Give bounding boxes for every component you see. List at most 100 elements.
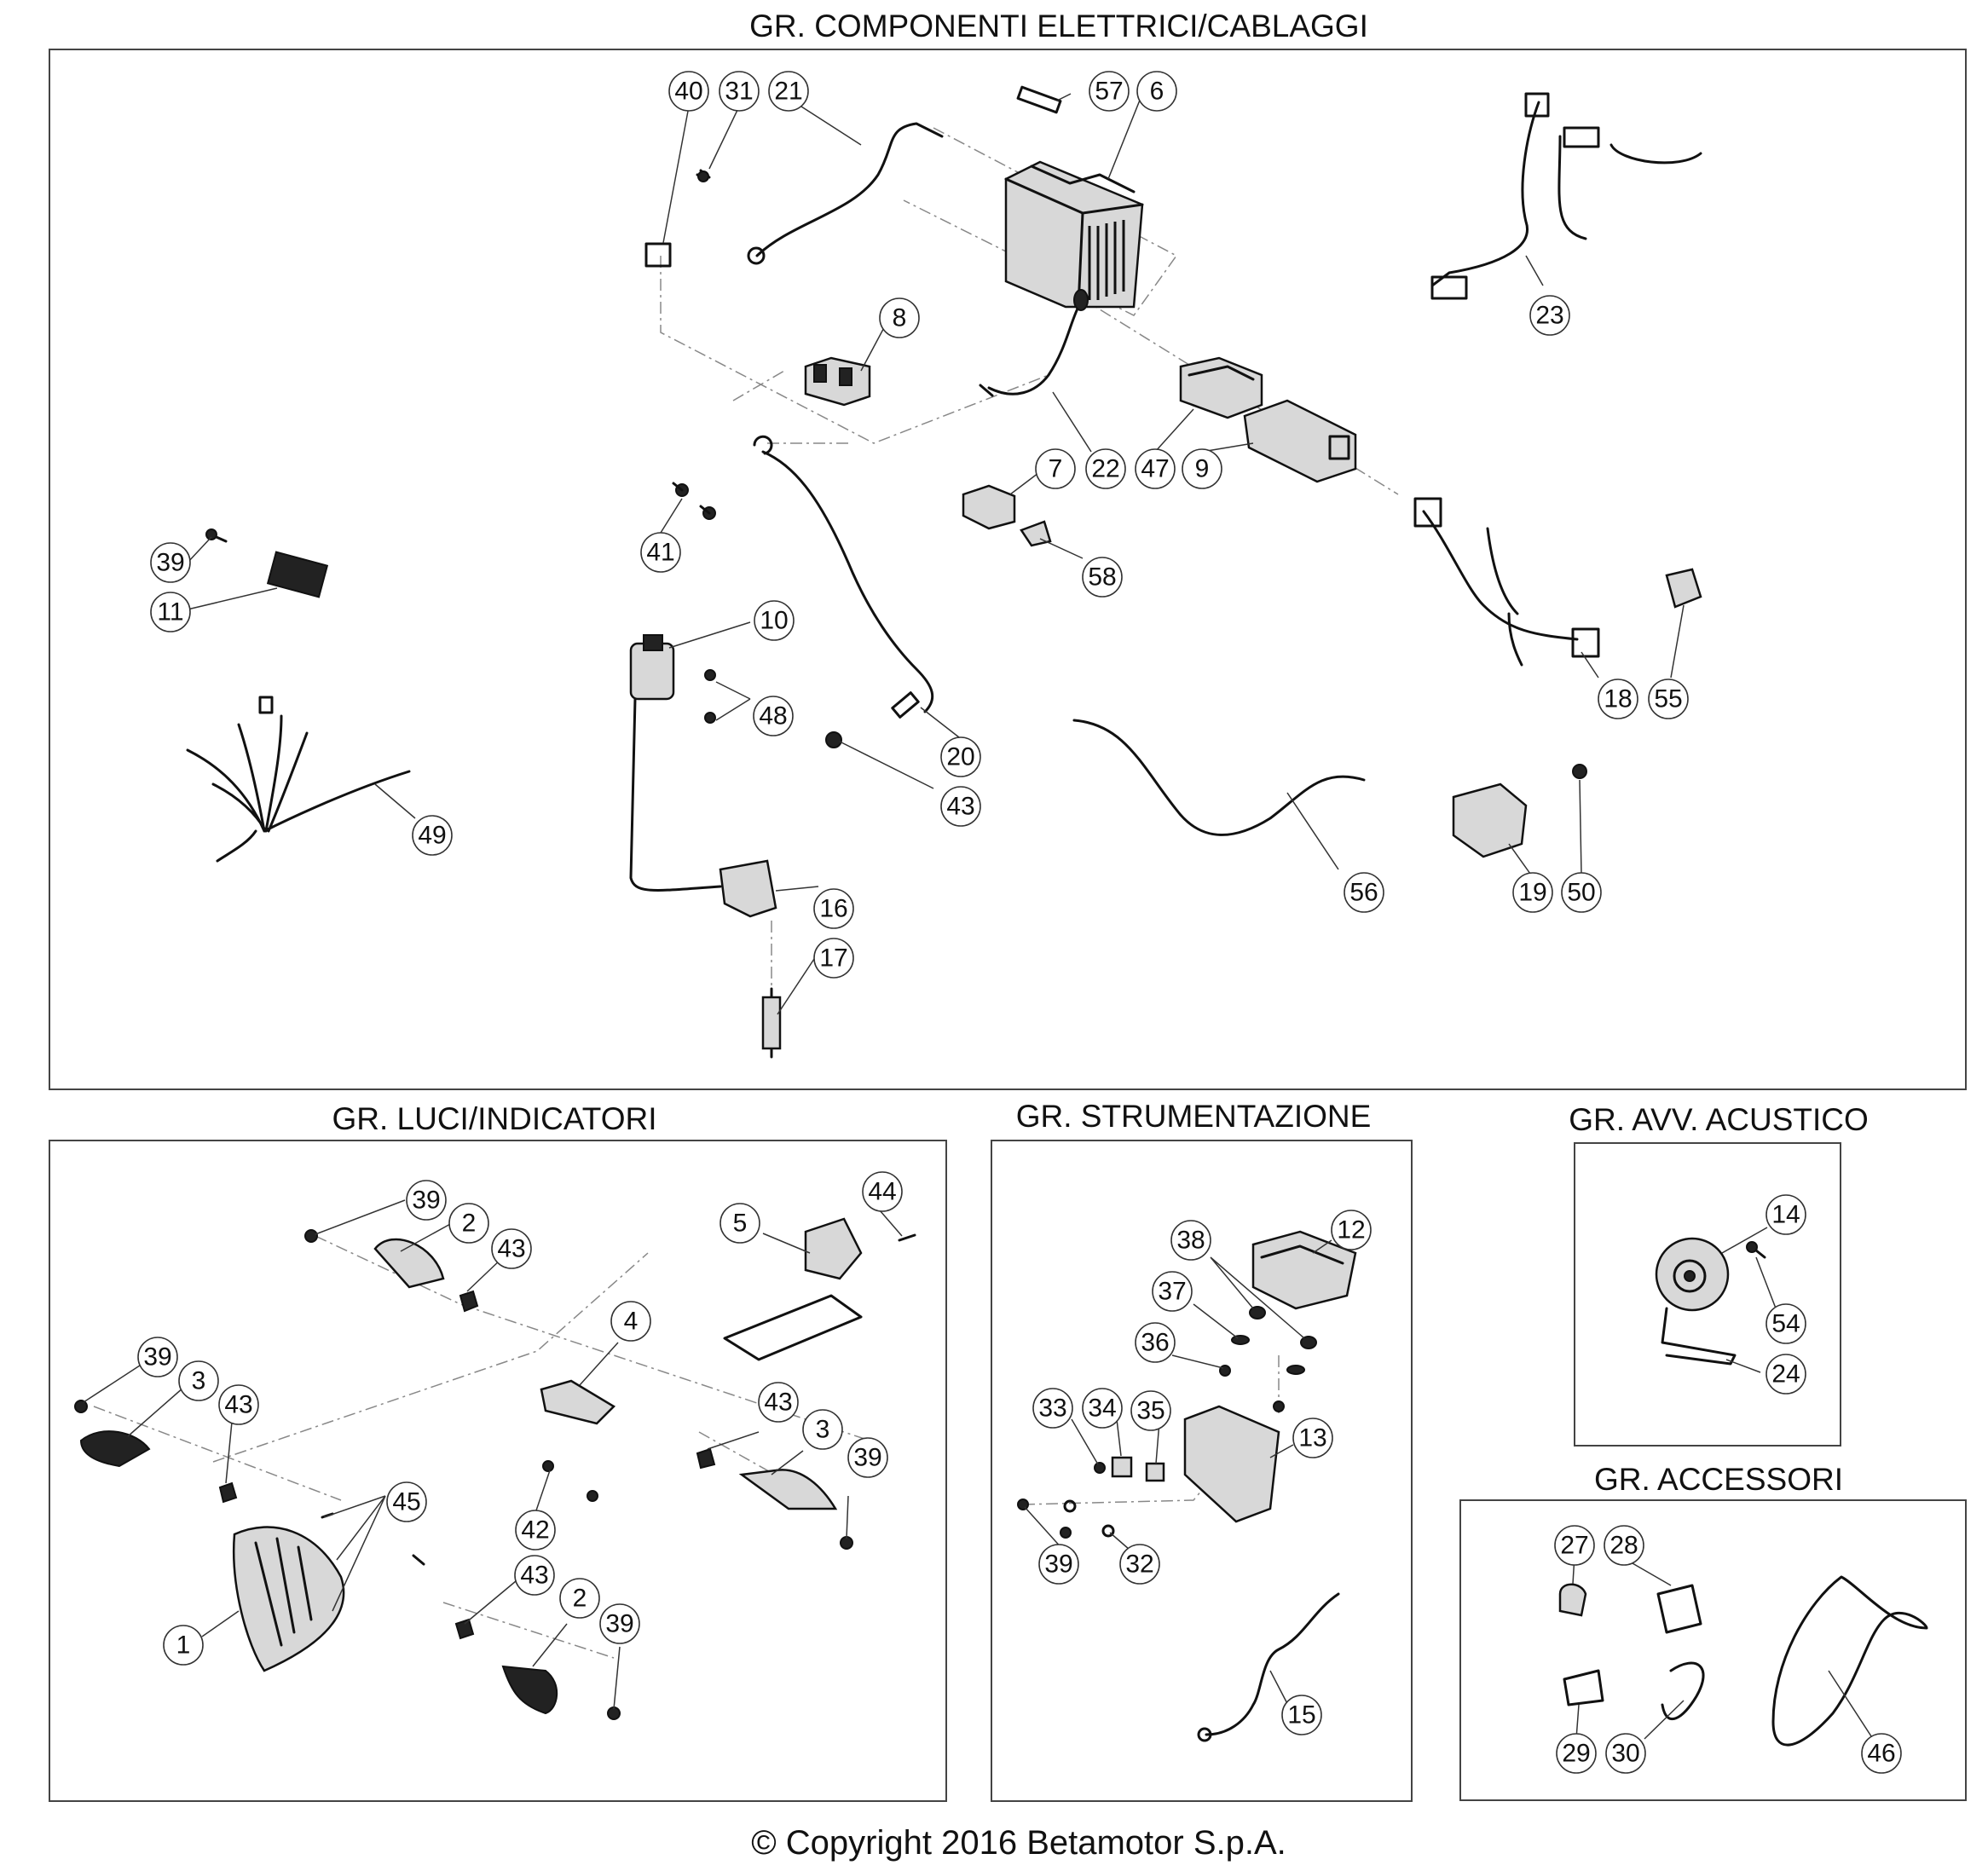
svg-text:10: 10: [760, 607, 788, 635]
callout-7: 7: [1035, 448, 1076, 489]
callout-43: 43: [940, 786, 981, 827]
accessories-part-drawings: [1558, 1575, 1928, 1747]
callout-55: 55: [1648, 679, 1689, 719]
section-title-horn: GR. AVV. ACUSTICO: [1569, 1102, 1869, 1137]
svg-text:43: 43: [764, 1389, 792, 1417]
svg-text:54: 54: [1771, 1310, 1800, 1338]
svg-text:27: 27: [1560, 1532, 1588, 1560]
callout-11: 11: [150, 592, 191, 632]
callout-32: 32: [1119, 1544, 1160, 1585]
callout-39: 39: [406, 1180, 447, 1221]
callout-39: 39: [1038, 1544, 1079, 1585]
svg-text:29: 29: [1562, 1740, 1590, 1768]
svg-text:13: 13: [1298, 1424, 1326, 1452]
callout-58: 58: [1082, 557, 1123, 598]
section-title-instruments: GR. STRUMENTAZIONE: [1016, 1099, 1372, 1134]
svg-text:31: 31: [725, 78, 753, 106]
callout-3: 3: [178, 1360, 219, 1401]
svg-text:2: 2: [573, 1585, 587, 1613]
callout-6: 6: [1136, 71, 1177, 112]
callout-18: 18: [1598, 679, 1638, 719]
callout-49: 49: [412, 815, 453, 856]
svg-text:34: 34: [1088, 1395, 1116, 1423]
svg-text:17: 17: [819, 944, 847, 973]
svg-text:30: 30: [1611, 1740, 1639, 1768]
svg-text:28: 28: [1609, 1532, 1638, 1560]
callout-36: 36: [1135, 1322, 1176, 1363]
callout-2: 2: [559, 1578, 600, 1619]
section-title-electrical: GR. COMPONENTI ELETTRICI/CABLAGGI: [749, 9, 1368, 43]
svg-text:43: 43: [497, 1235, 525, 1263]
svg-text:14: 14: [1771, 1201, 1800, 1229]
callout-43: 43: [514, 1555, 555, 1596]
callout-34: 34: [1082, 1388, 1123, 1429]
callout-5: 5: [719, 1203, 760, 1244]
svg-text:50: 50: [1567, 879, 1595, 907]
svg-text:55: 55: [1654, 685, 1682, 713]
horn-part-drawings: [1655, 1237, 1766, 1366]
svg-text:7: 7: [1049, 455, 1063, 483]
panel-instruments: [991, 1140, 1413, 1802]
callout-43: 43: [758, 1382, 799, 1423]
svg-text:35: 35: [1136, 1397, 1164, 1425]
callout-46: 46: [1861, 1733, 1902, 1774]
callout-30: 30: [1605, 1733, 1646, 1774]
callout-39: 39: [150, 542, 191, 583]
callout-16: 16: [813, 888, 854, 929]
callout-41: 41: [640, 532, 681, 573]
svg-text:33: 33: [1038, 1395, 1066, 1423]
callout-56: 56: [1344, 872, 1384, 913]
callout-15: 15: [1281, 1695, 1322, 1735]
svg-text:5: 5: [733, 1210, 748, 1238]
svg-text:2: 2: [462, 1210, 477, 1238]
callout-leaders: [83, 93, 1874, 1740]
copyright-text: © Copyright 2016 Betamotor S.p.A.: [751, 1824, 1286, 1862]
svg-text:38: 38: [1176, 1227, 1205, 1255]
callout-50: 50: [1561, 872, 1602, 913]
callout-39: 39: [847, 1437, 888, 1478]
svg-text:48: 48: [759, 702, 787, 730]
callouts-instruments: 38 12 37 36 33 34 35 13 39 32 15: [1032, 1210, 1372, 1735]
callout-47: 47: [1135, 448, 1176, 489]
svg-text:1: 1: [176, 1631, 191, 1660]
panel-electrical: [49, 49, 1967, 1090]
callout-13: 13: [1292, 1418, 1333, 1458]
svg-text:18: 18: [1604, 685, 1632, 713]
svg-text:49: 49: [418, 822, 446, 850]
callout-3: 3: [802, 1409, 843, 1450]
svg-text:39: 39: [143, 1343, 171, 1371]
callout-24: 24: [1766, 1354, 1806, 1395]
callout-8: 8: [879, 297, 920, 338]
svg-text:36: 36: [1141, 1329, 1169, 1357]
callout-43: 43: [218, 1384, 259, 1425]
svg-text:40: 40: [674, 78, 702, 106]
lights-part-drawings: [74, 1217, 916, 1720]
svg-text:39: 39: [412, 1187, 440, 1215]
callout-33: 33: [1032, 1388, 1073, 1429]
svg-text:3: 3: [816, 1416, 830, 1444]
callout-12: 12: [1331, 1210, 1372, 1250]
svg-text:20: 20: [946, 743, 974, 771]
callout-44: 44: [862, 1171, 903, 1212]
callout-17: 17: [813, 938, 854, 979]
svg-text:41: 41: [646, 539, 674, 567]
svg-text:39: 39: [853, 1444, 881, 1472]
callout-21: 21: [768, 71, 809, 112]
callout-22: 22: [1085, 448, 1126, 489]
svg-text:57: 57: [1095, 78, 1123, 106]
svg-text:37: 37: [1158, 1278, 1186, 1306]
svg-text:21: 21: [774, 78, 802, 106]
svg-text:8: 8: [893, 304, 907, 332]
svg-text:42: 42: [521, 1516, 549, 1545]
svg-text:22: 22: [1091, 455, 1119, 483]
svg-text:32: 32: [1125, 1551, 1153, 1579]
svg-text:11: 11: [157, 598, 183, 627]
svg-text:39: 39: [1044, 1551, 1072, 1579]
callout-9: 9: [1182, 448, 1222, 489]
svg-text:6: 6: [1150, 78, 1164, 106]
instruments-part-drawings: [1017, 1230, 1357, 1742]
callout-38: 38: [1170, 1220, 1211, 1261]
svg-text:56: 56: [1349, 879, 1378, 907]
callouts-horn: 14 54 24: [1766, 1194, 1806, 1395]
